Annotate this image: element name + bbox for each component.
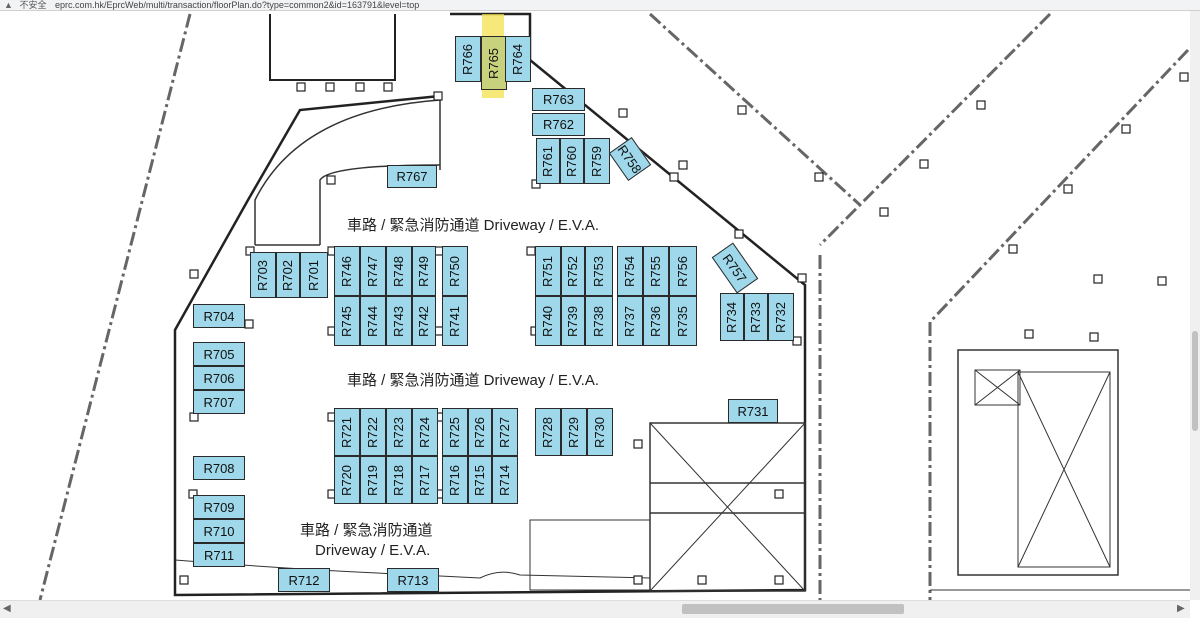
unit-r727[interactable]: R727 [492, 408, 518, 456]
unit-r735[interactable]: R735 [669, 296, 697, 346]
unit-r710[interactable]: R710 [193, 519, 245, 543]
unit-r704[interactable]: R704 [193, 304, 245, 328]
unit-r745[interactable]: R745 [334, 296, 360, 346]
unit-r706[interactable]: R706 [193, 366, 245, 390]
unit-r736[interactable]: R736 [643, 296, 669, 346]
unit-r746[interactable]: R746 [334, 246, 360, 296]
horizontal-scroll-thumb[interactable] [682, 604, 904, 614]
driveway-label-bottom-en: Driveway / E.V.A. [315, 542, 431, 559]
unit-r763[interactable]: R763 [532, 88, 585, 111]
unit-r724[interactable]: R724 [412, 408, 438, 456]
driveway-label-middle: 車路 / 緊急消防通道 Driveway / E.V.A. [347, 372, 599, 389]
unit-r713[interactable]: R713 [387, 568, 439, 592]
unit-r762[interactable]: R762 [532, 113, 585, 136]
unit-r720[interactable]: R720 [334, 456, 360, 504]
unit-r701[interactable]: R701 [300, 252, 328, 298]
unit-r716[interactable]: R716 [442, 456, 468, 504]
unit-r725[interactable]: R725 [442, 408, 468, 456]
unit-r719[interactable]: R719 [360, 456, 386, 504]
unit-r749[interactable]: R749 [412, 246, 436, 296]
unit-r708[interactable]: R708 [193, 456, 245, 480]
unit-r721[interactable]: R721 [334, 408, 360, 456]
unit-r703[interactable]: R703 [250, 252, 276, 298]
unit-r753[interactable]: R753 [585, 246, 613, 296]
warning-icon: ▲ [4, 0, 13, 10]
unit-r702[interactable]: R702 [276, 252, 300, 298]
unit-r729[interactable]: R729 [561, 408, 587, 456]
unit-r715[interactable]: R715 [468, 456, 492, 504]
address-bar[interactable]: ▲ 不安全 eprc.com.hk/EprcWeb/multi/transact… [0, 0, 1200, 11]
driveway-label-bottom-cn: 車路 / 緊急消防通道 [300, 522, 433, 539]
unit-r744[interactable]: R744 [360, 296, 386, 346]
unit-r754[interactable]: R754 [617, 246, 643, 296]
unit-r760[interactable]: R760 [560, 138, 584, 184]
unit-r726[interactable]: R726 [468, 408, 492, 456]
unit-r755[interactable]: R755 [643, 246, 669, 296]
unit-r712[interactable]: R712 [278, 568, 330, 592]
unit-r750[interactable]: R750 [442, 246, 468, 296]
scroll-right-icon[interactable]: ▶ [1177, 603, 1185, 614]
unit-r705[interactable]: R705 [193, 342, 245, 366]
unit-r737[interactable]: R737 [617, 296, 643, 346]
url-text[interactable]: eprc.com.hk/EprcWeb/multi/transaction/fl… [54, 0, 420, 10]
unit-r730[interactable]: R730 [587, 408, 613, 456]
unit-r731[interactable]: R731 [728, 399, 778, 423]
unit-r752[interactable]: R752 [561, 246, 585, 296]
boundary-line [38, 12, 1190, 600]
unit-r733[interactable]: R733 [744, 293, 768, 341]
security-status: 不安全 [19, 0, 47, 10]
unit-r751[interactable]: R751 [535, 246, 561, 296]
vertical-scroll-thumb[interactable] [1192, 331, 1198, 431]
unit-r756[interactable]: R756 [669, 246, 697, 296]
unit-r734[interactable]: R734 [720, 293, 744, 341]
unit-r764[interactable]: R764 [505, 36, 531, 82]
unit-r722[interactable]: R722 [360, 408, 386, 456]
unit-r739[interactable]: R739 [561, 296, 585, 346]
unit-r766[interactable]: R766 [455, 36, 481, 82]
unit-r718[interactable]: R718 [386, 456, 412, 504]
unit-r711[interactable]: R711 [193, 543, 245, 567]
unit-r728[interactable]: R728 [535, 408, 561, 456]
unit-r741[interactable]: R741 [442, 296, 468, 346]
unit-r765[interactable]: R765 [481, 36, 507, 90]
unit-r767[interactable]: R767 [387, 165, 437, 188]
unit-r743[interactable]: R743 [386, 296, 412, 346]
driveway-label-top: 車路 / 緊急消防通道 Driveway / E.V.A. [347, 217, 599, 234]
scroll-left-icon[interactable]: ◀ [3, 603, 11, 614]
unit-r738[interactable]: R738 [585, 296, 613, 346]
unit-r732[interactable]: R732 [768, 293, 794, 341]
unit-r761[interactable]: R761 [536, 138, 560, 184]
unit-r740[interactable]: R740 [535, 296, 561, 346]
unit-r717[interactable]: R717 [412, 456, 438, 504]
unit-r723[interactable]: R723 [386, 408, 412, 456]
unit-r742[interactable]: R742 [412, 296, 436, 346]
vertical-scrollbar[interactable] [1190, 11, 1200, 600]
unit-r707[interactable]: R707 [193, 390, 245, 414]
unit-r709[interactable]: R709 [193, 495, 245, 519]
unit-r714[interactable]: R714 [492, 456, 518, 504]
unit-r759[interactable]: R759 [584, 138, 610, 184]
unit-r747[interactable]: R747 [360, 246, 386, 296]
unit-r748[interactable]: R748 [386, 246, 412, 296]
horizontal-scrollbar[interactable]: ◀ ▶ [0, 600, 1190, 618]
